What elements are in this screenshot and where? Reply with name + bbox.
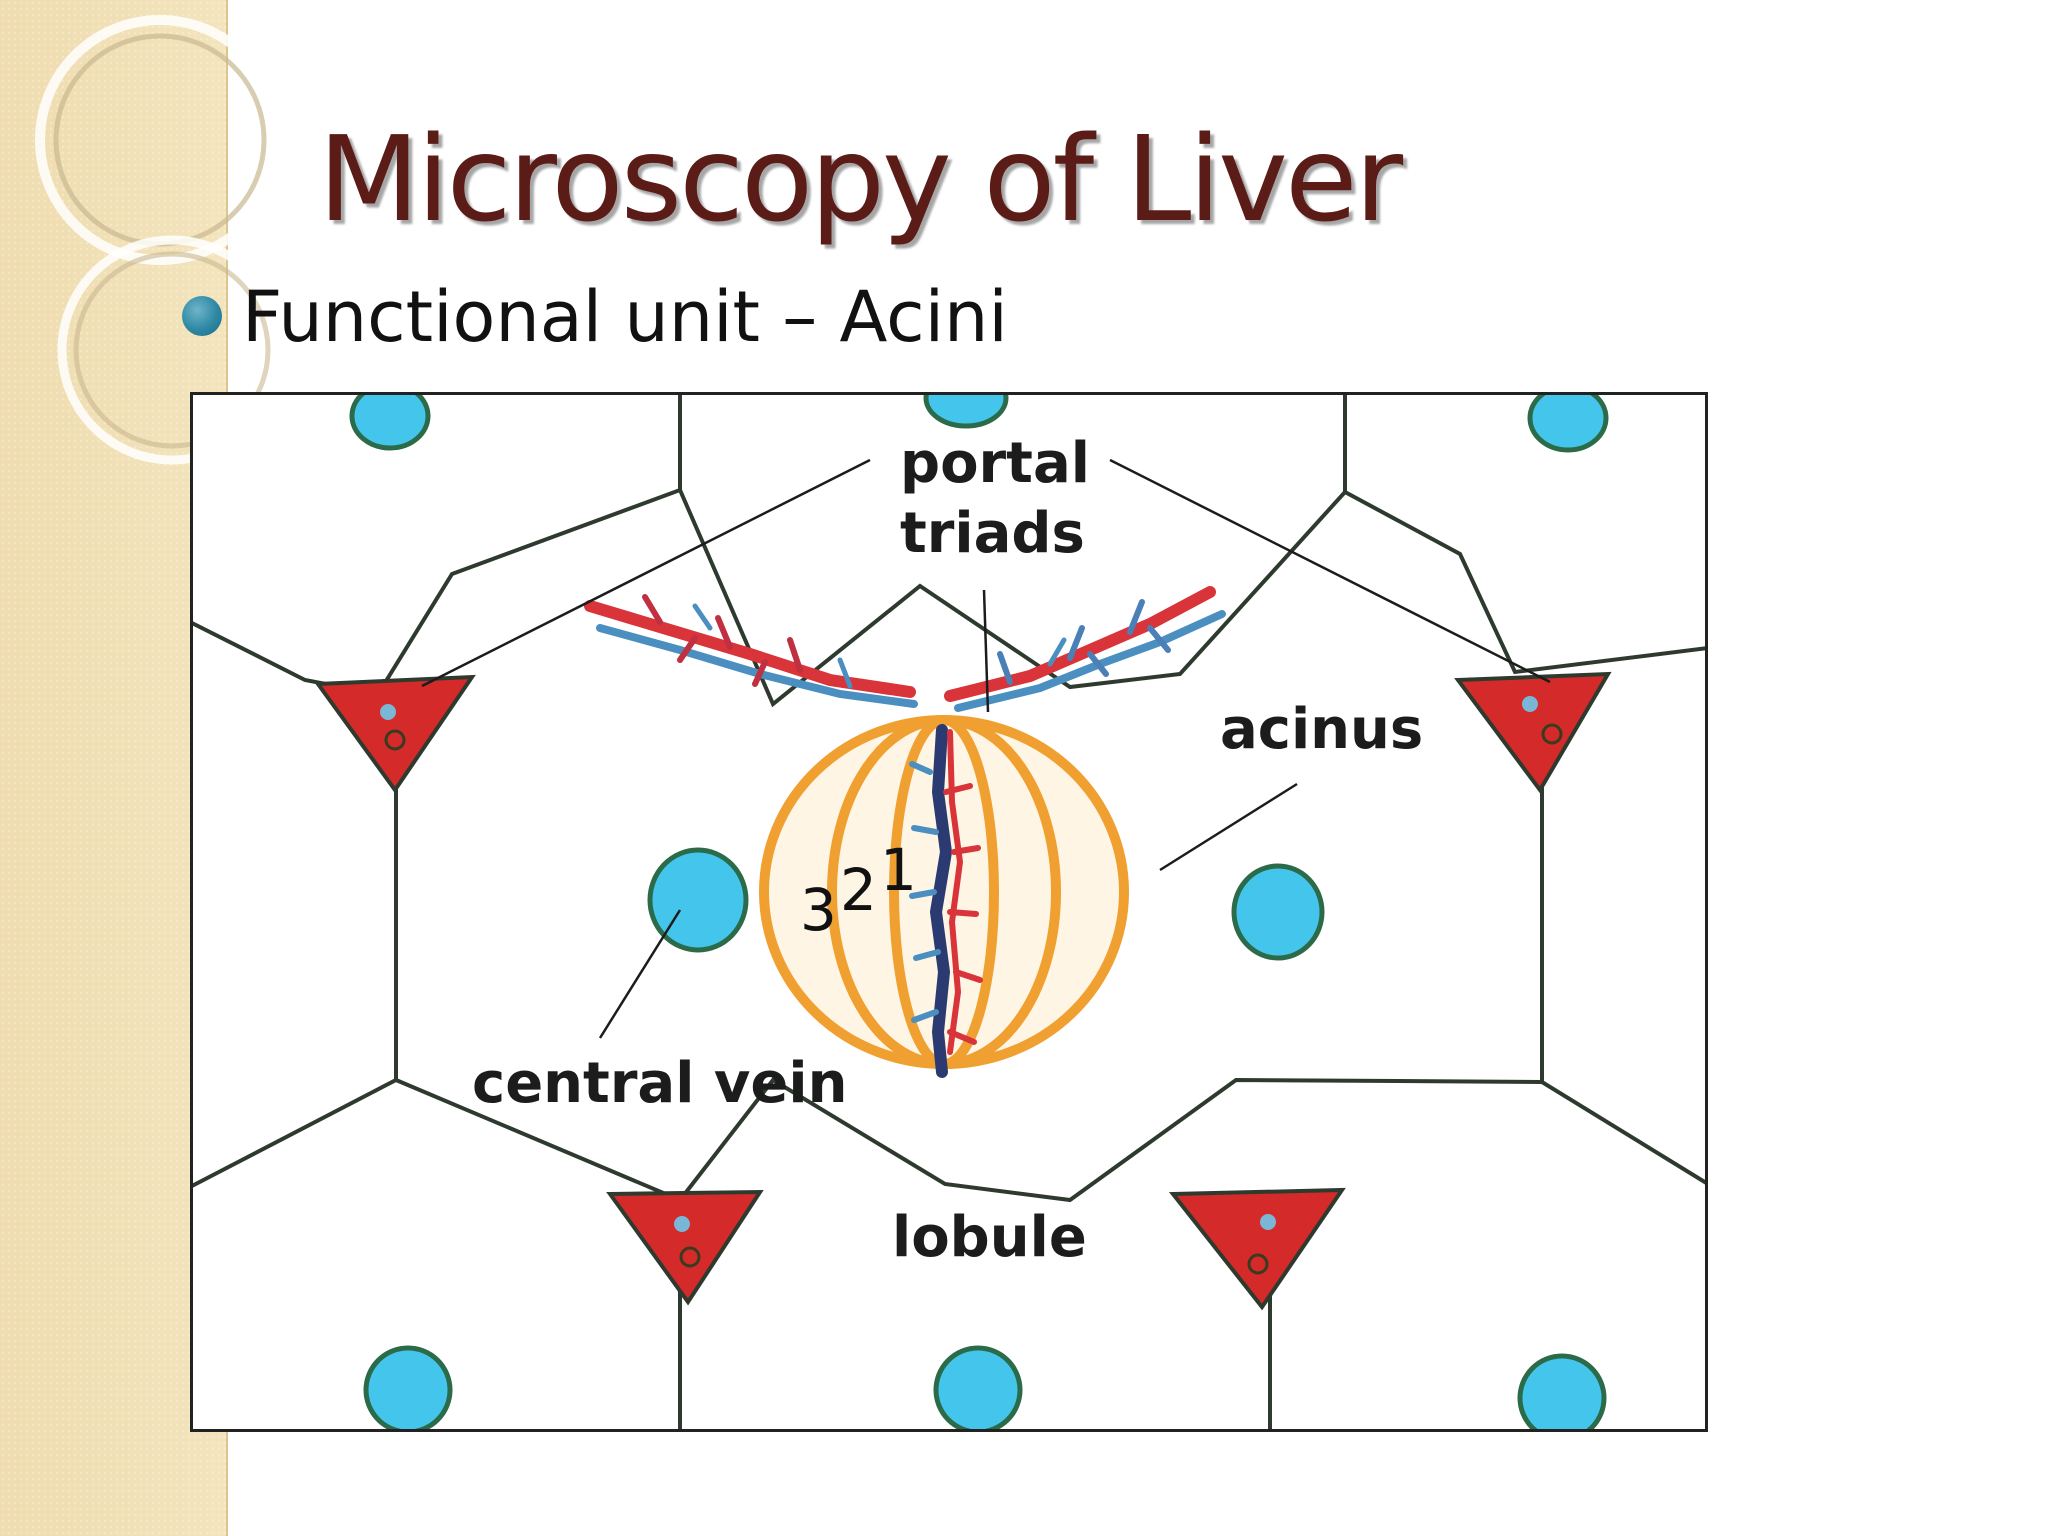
slide-title: Microscopy of Liver	[318, 110, 1403, 248]
portal-triad-bottom-left	[606, 1189, 764, 1306]
leader-lines	[421, 458, 1551, 1039]
acinus-diagram: portal triads acinus central vein lobule…	[190, 392, 1708, 1432]
label-triads: triads	[900, 501, 1085, 566]
portal-triad-left	[314, 674, 476, 794]
label-central-vein: central vein	[472, 1051, 847, 1116]
portal-branches	[584, 586, 1226, 712]
portal-triad-bottom-right	[1168, 1187, 1346, 1311]
zone-label-2: 2	[840, 856, 877, 924]
zone-label-3: 3	[800, 876, 837, 944]
central-vein-bottom-left	[363, 1345, 453, 1432]
central-vein-bottom-right	[1517, 1353, 1607, 1432]
central-vein-left	[647, 847, 749, 953]
label-lobule: lobule	[892, 1205, 1087, 1270]
central-vein-right	[1231, 863, 1325, 961]
zone-label-1: 1	[880, 836, 917, 904]
central-vein-top-left	[349, 392, 431, 451]
central-vein-top-right	[1527, 392, 1609, 453]
decorative-circles	[35, 15, 287, 465]
liver-lobule-diagram: portal triads acinus central vein lobule…	[190, 392, 1708, 1432]
central-vein-top-center	[923, 392, 1009, 429]
diagram-frame	[190, 392, 1708, 1432]
central-veins	[349, 392, 1609, 1432]
portal-triad-right	[1454, 671, 1612, 794]
bullet-icon	[182, 296, 222, 336]
central-vein-bottom-center	[933, 1345, 1023, 1432]
label-portal: portal	[900, 431, 1090, 496]
label-acinus: acinus	[1220, 697, 1423, 762]
acinus-axis-vessel	[909, 724, 983, 1078]
bullet-text: Functional unit – Acini	[242, 276, 1008, 358]
portal-triads	[314, 671, 1612, 1311]
